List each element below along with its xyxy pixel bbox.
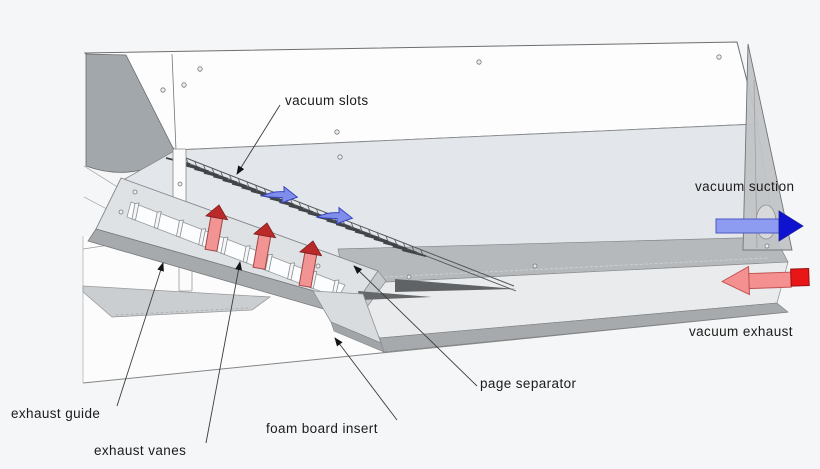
vane-outflow-arrow-icon — [204, 204, 229, 252]
leader-vacuum-slots — [236, 104, 281, 175]
foam-board-insert — [82, 285, 272, 318]
label-foam-board-insert: foam board insert — [266, 421, 378, 436]
leader-page-separator — [353, 265, 478, 387]
label-vacuum-slots: vacuum slots — [285, 93, 369, 108]
vane-outflow-arrow-icon — [298, 240, 323, 288]
exhaust-flow-arrow — [720, 265, 810, 296]
vane-outflow-arrow-icon — [252, 222, 277, 270]
slot-inflow-arrows — [260, 185, 354, 225]
suction-flow-arrow — [715, 210, 804, 242]
screw-holes-wall — [160, 54, 722, 135]
gap-shadow-long — [395, 279, 516, 292]
label-exhaust-guide: exhaust guide — [11, 406, 101, 421]
leader-exhaust-guide — [116, 262, 164, 407]
label-page-separator: page separator — [480, 376, 577, 391]
leader-exhaust-vanes — [205, 261, 242, 444]
label-vacuum-suction: vacuum suction — [695, 179, 795, 194]
slot-inflow-arrow-icon — [260, 185, 299, 204]
leader-foam-board — [334, 337, 398, 421]
screw-holes-guide — [118, 189, 321, 269]
leader-lines — [116, 104, 478, 444]
label-vacuum-exhaust: vacuum exhaust — [689, 324, 793, 339]
bed-front-flange — [312, 290, 432, 353]
label-exhaust-vanes: exhaust vanes — [94, 443, 187, 458]
vane-outflow-arrows — [204, 204, 323, 288]
exhaust-duct — [337, 236, 789, 353]
gap-shadow-short — [358, 291, 432, 300]
screw-holes-duct — [406, 263, 538, 280]
slot-inflow-arrow-icon — [315, 206, 354, 225]
